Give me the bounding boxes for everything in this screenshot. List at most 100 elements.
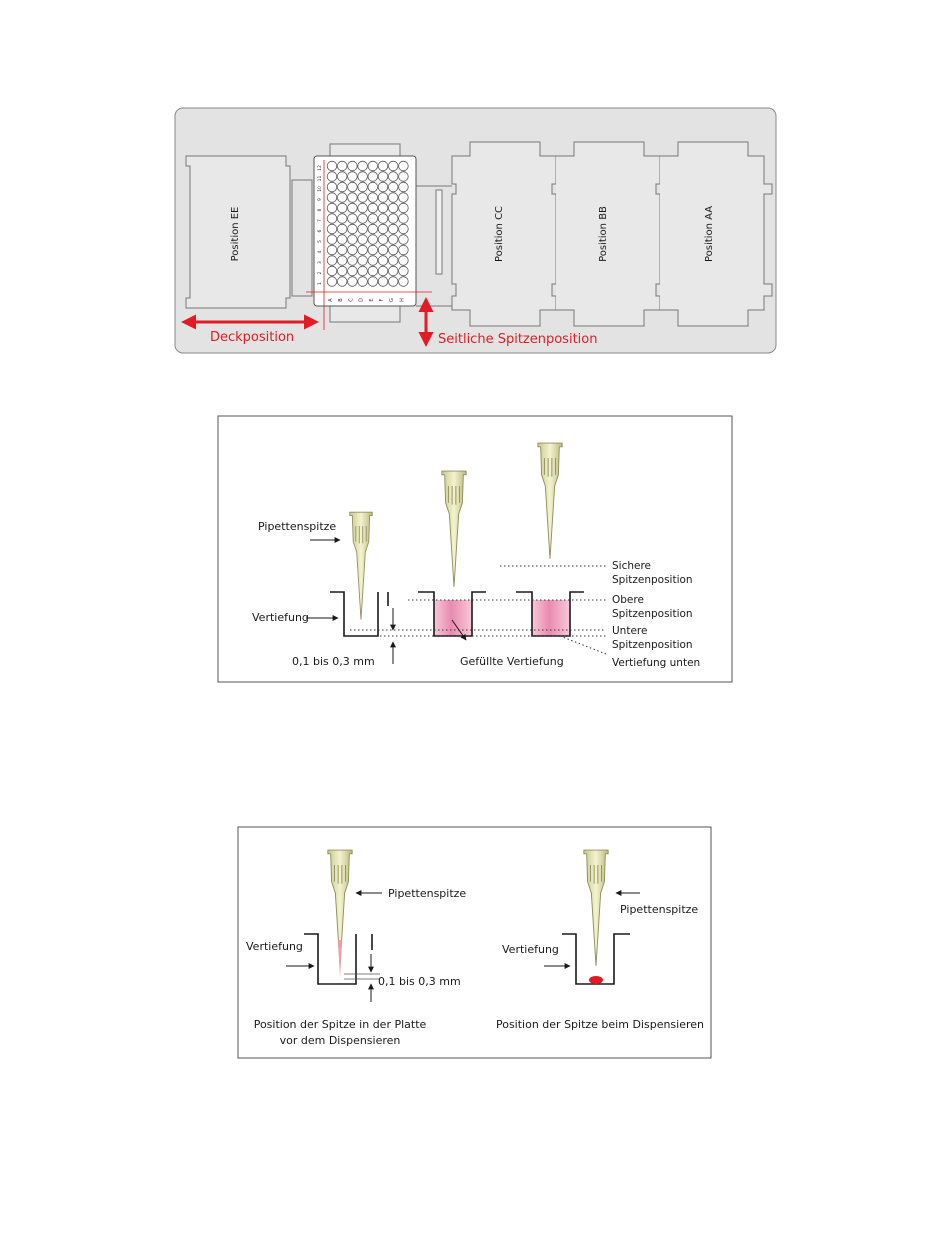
plate-well	[377, 244, 389, 256]
plate-well	[388, 244, 399, 256]
plate-well	[377, 192, 389, 203]
plate-well	[357, 276, 368, 287]
plate-row-letter: G	[389, 298, 395, 302]
plate-well	[388, 202, 399, 214]
spacer-bar	[435, 189, 443, 275]
plate-well	[347, 160, 358, 172]
plate-well	[326, 244, 338, 256]
dispense-left-tip-label: Pipettenspitze	[388, 887, 466, 900]
plate-carrier-bottom	[329, 305, 401, 323]
plate-well	[326, 192, 338, 203]
plate-well	[367, 265, 379, 277]
plate-well	[377, 265, 389, 277]
plate-well	[388, 213, 399, 224]
plate-well	[388, 181, 399, 193]
pipette-tip-label: Pipettenspitze	[258, 520, 336, 533]
plate-well	[347, 213, 358, 224]
plate-well	[347, 171, 358, 182]
plate-well	[347, 202, 358, 214]
plate-well	[367, 202, 379, 214]
filled-well-label: Gefüllte Vertiefung	[460, 655, 564, 668]
well-label: Vertiefung	[252, 611, 309, 624]
plate-well	[357, 265, 368, 277]
gap-label: 0,1 bis 0,3 mm	[292, 655, 375, 668]
plate-well	[337, 255, 348, 266]
plate-well	[367, 192, 379, 203]
plate-column-number: 3	[317, 261, 323, 264]
plate-column-number: 12	[317, 165, 323, 171]
dispense-right-well-label: Vertiefung	[502, 943, 559, 956]
plate-well	[326, 181, 338, 193]
plate-column-number: 11	[317, 176, 323, 182]
plate-well	[357, 244, 368, 256]
plate-well	[337, 223, 348, 235]
plate-well	[347, 192, 358, 203]
dispense-right-tip-label: Pipettenspitze	[620, 903, 698, 916]
plate-well	[326, 171, 338, 182]
plate-well	[398, 202, 409, 214]
tip-positions-diagram: Pipettenspitze Vertiefung 0,1 bis 0,3 mm…	[217, 415, 733, 683]
plate-well	[347, 276, 358, 287]
plate-well	[347, 255, 358, 266]
plate-well	[347, 265, 358, 277]
plate-well	[326, 276, 338, 287]
position-cc-holder: Position CC	[451, 141, 557, 327]
plate-well	[398, 255, 409, 266]
plate-well	[326, 255, 338, 266]
plate-column-number: 2	[317, 271, 323, 274]
plate-well	[347, 244, 358, 256]
plate-well	[388, 160, 399, 172]
plate-column-number: 10	[317, 186, 323, 192]
plate-well	[388, 265, 399, 277]
plate-well	[398, 234, 409, 245]
position-ee-holder: Position EE	[185, 155, 291, 309]
upper-label-line2: Spitzenposition	[612, 608, 693, 620]
plate-column-number: 6	[317, 229, 323, 232]
dispense-well-left	[304, 933, 357, 985]
plate-well	[347, 223, 358, 235]
plate-well	[377, 276, 389, 287]
plate-column-number: 8	[317, 208, 323, 211]
plate-well	[357, 171, 368, 182]
plate-column-number: 4	[317, 250, 323, 253]
lower-label-line1: Untere	[612, 625, 647, 637]
plate-well	[337, 160, 348, 172]
plate-well	[337, 181, 348, 193]
safe-label-line1: Sichere	[612, 560, 651, 572]
plate-row-letter: E	[369, 298, 375, 301]
deck-position-label: Deckposition	[210, 330, 294, 345]
plate-well	[357, 255, 368, 266]
dispense-left-caption-line1: Position der Spitze in der Platte	[254, 1018, 427, 1031]
plate-column-number: 9	[317, 198, 323, 201]
plate-well	[337, 244, 348, 256]
position-ee-label: Position EE	[230, 207, 241, 262]
plate-well	[367, 276, 379, 287]
plate-well	[377, 213, 389, 224]
upper-label-line1: Obere	[612, 594, 644, 606]
plate-well	[398, 171, 409, 182]
plate-well	[377, 171, 389, 182]
position-aa-label: Position AA	[704, 206, 715, 262]
plate-row-letter: F	[379, 298, 385, 301]
plate-row-letter: B	[338, 298, 344, 302]
microplate-wells	[326, 160, 409, 287]
tip-liquid-left	[338, 940, 342, 978]
side-tip-position-label: Seitliche Spitzenposition	[438, 332, 597, 347]
plate-row-letter: D	[359, 298, 365, 302]
plate-row-letter: H	[399, 298, 405, 302]
plate-well	[347, 234, 358, 245]
plate-well	[357, 202, 368, 214]
dispense-left-well-label: Vertiefung	[246, 940, 303, 953]
plate-well	[398, 213, 409, 224]
plate-well	[377, 202, 389, 214]
plate-well	[337, 265, 348, 277]
plate-well	[337, 213, 348, 224]
plate-carrier-top	[329, 143, 401, 157]
plate-well	[367, 255, 379, 266]
plate-well	[337, 234, 348, 245]
plate-well	[367, 244, 379, 256]
plate-well	[337, 171, 348, 182]
